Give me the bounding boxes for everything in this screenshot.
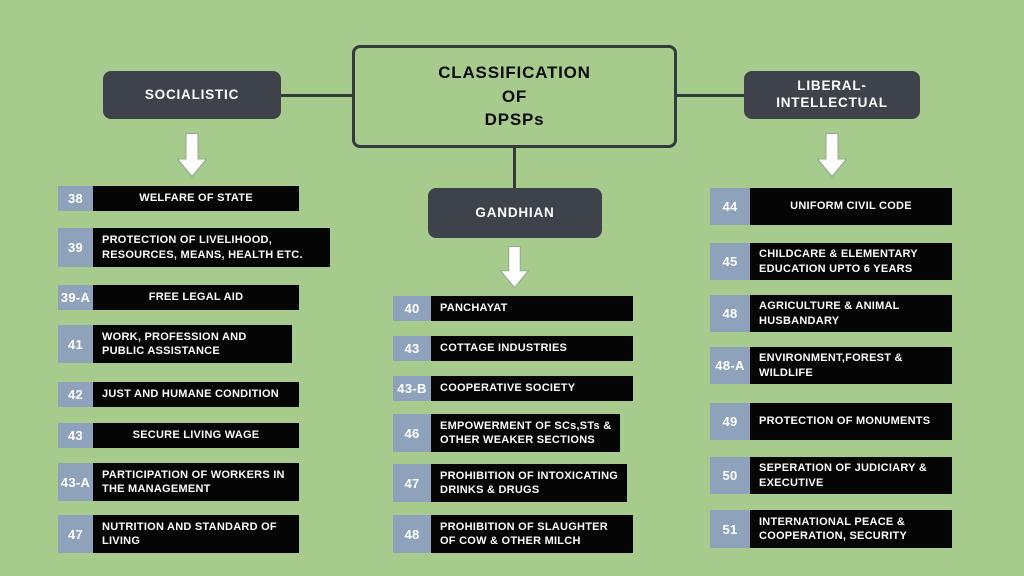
article-number-badge: 50 (710, 457, 750, 494)
category-socialistic-label: SOCIALISTIC (144, 86, 240, 102)
title-line-1: CLASSIFICATION (438, 62, 591, 82)
article-label-bar: UNIFORM CIVIL CODE (750, 188, 952, 225)
article-number-badge: 48 (710, 295, 750, 332)
dpsp-item-row: 38 WELFARE OF STATE (58, 186, 299, 211)
article-label-bar: ENVIRONMENT,FOREST & WILDLIFE (750, 347, 952, 384)
dpsp-item-row: 40 PANCHAYAT (393, 296, 633, 321)
down-arrow-icon (817, 133, 847, 177)
article-label-bar: WORK, PROFESSION AND PUBLIC ASSISTANCE (93, 325, 292, 363)
category-liberal-label-line2: INTELLECTUAL (776, 95, 888, 110)
dpsp-item-row: 48-A ENVIRONMENT,FOREST & WILDLIFE (710, 347, 952, 384)
dpsp-item-row: 48 AGRICULTURE & ANIMAL HUSBANDARY (710, 295, 952, 332)
down-arrow-icon (177, 133, 207, 177)
article-label-bar: PROTECTION OF LIVELIHOOD, RESOURCES, MEA… (93, 228, 330, 267)
article-number-badge: 45 (710, 243, 750, 280)
article-number-badge: 40 (393, 296, 431, 321)
dpsp-item-row: 43-B COOPERATIVE SOCIETY (393, 376, 633, 401)
article-label-bar: AGRICULTURE & ANIMAL HUSBANDARY (750, 295, 952, 332)
dpsp-item-row: 49 PROTECTION OF MONUMENTS (710, 403, 952, 440)
article-number-badge: 43-A (58, 463, 93, 501)
article-number-badge: 51 (710, 510, 750, 548)
dpsp-item-row: 45 CHILDCARE & ELEMENTARY EDUCATION UPTO… (710, 243, 952, 280)
connector-left (281, 94, 352, 97)
title-line-3: DPSPs (484, 110, 545, 130)
article-label-bar: JUST AND HUMANE CONDITION (93, 382, 299, 407)
article-label-bar: PROTECTION OF MONUMENTS (750, 403, 952, 440)
dpsp-item-row: 51 INTERNATIONAL PEACE & COOPERATION, SE… (710, 510, 952, 548)
dpsp-item-row: 47 PROHIBITION OF INTOXICATING DRINKS & … (393, 464, 627, 502)
category-liberal-intellectual: LIBERAL- INTELLECTUAL (744, 71, 920, 119)
article-label-bar: EMPOWERMENT OF SCs,STs & OTHER WEAKER SE… (431, 414, 620, 452)
dpsp-item-row: 39-A FREE LEGAL AID (58, 285, 299, 310)
article-number-badge: 43 (58, 423, 93, 448)
dpsp-item-row: 43-A PARTICIPATION OF WORKERS IN THE MAN… (58, 463, 299, 501)
article-number-badge: 49 (710, 403, 750, 440)
article-number-badge: 38 (58, 186, 93, 211)
article-label-bar: COOPERATIVE SOCIETY (431, 376, 633, 401)
category-gandhian-label: GANDHIAN (475, 204, 555, 220)
category-socialistic: SOCIALISTIC (103, 71, 281, 119)
dpsp-item-row: 42 JUST AND HUMANE CONDITION (58, 382, 299, 407)
dpsp-item-row: 47 NUTRITION AND STANDARD OF LIVING (58, 515, 299, 553)
dpsp-item-row: 48 PROHIBITION OF SLAUGHTER OF COW & OTH… (393, 515, 633, 553)
dpsp-item-row: 41 WORK, PROFESSION AND PUBLIC ASSISTANC… (58, 325, 292, 363)
article-number-badge: 39-A (58, 285, 93, 310)
category-liberal-label-line1: LIBERAL- (797, 78, 867, 94)
article-label-bar: COTTAGE INDUSTRIES (431, 336, 633, 361)
category-gandhian: GANDHIAN (428, 188, 602, 238)
article-label-bar: WELFARE OF STATE (93, 186, 299, 211)
title-line-2: OF (501, 86, 528, 106)
article-label-bar: FREE LEGAL AID (93, 285, 299, 310)
dpsp-item-row: 43 COTTAGE INDUSTRIES (393, 336, 633, 361)
article-number-badge: 44 (710, 188, 750, 225)
classification-title-box: CLASSIFICATION OF DPSPs (352, 45, 677, 148)
article-number-badge: 47 (58, 515, 93, 553)
article-number-badge: 43-B (393, 376, 431, 401)
article-label-bar: SECURE LIVING WAGE (93, 423, 299, 448)
article-number-badge: 46 (393, 414, 431, 452)
article-label-bar: PANCHAYAT (431, 296, 633, 321)
article-label-bar: PARTICIPATION OF WORKERS IN THE MANAGEME… (93, 463, 299, 501)
article-number-badge: 48-A (710, 347, 750, 384)
down-arrow-icon (499, 246, 530, 288)
connector-center-vertical (513, 146, 516, 190)
dpsp-item-row: 50 SEPERATION OF JUDICIARY & EXECUTIVE (710, 457, 952, 494)
article-label-bar: INTERNATIONAL PEACE & COOPERATION, SECUR… (750, 510, 952, 548)
dpsp-item-row: 44 UNIFORM CIVIL CODE (710, 188, 952, 225)
article-label-bar: PROHIBITION OF SLAUGHTER OF COW & OTHER … (431, 515, 633, 553)
article-number-badge: 43 (393, 336, 431, 361)
article-number-badge: 42 (58, 382, 93, 407)
article-label-bar: SEPERATION OF JUDICIARY & EXECUTIVE (750, 457, 952, 494)
article-label-bar: PROHIBITION OF INTOXICATING DRINKS & DRU… (431, 464, 627, 502)
article-label-bar: NUTRITION AND STANDARD OF LIVING (93, 515, 299, 553)
article-number-badge: 41 (58, 325, 93, 363)
connector-right (677, 94, 744, 97)
article-label-bar: CHILDCARE & ELEMENTARY EDUCATION UPTO 6 … (750, 243, 952, 280)
dpsp-item-row: 46 EMPOWERMENT OF SCs,STs & OTHER WEAKER… (393, 414, 620, 452)
dpsp-item-row: 43 SECURE LIVING WAGE (58, 423, 299, 448)
dpsp-item-row: 39 PROTECTION OF LIVELIHOOD, RESOURCES, … (58, 228, 330, 267)
article-number-badge: 47 (393, 464, 431, 502)
article-number-badge: 39 (58, 228, 93, 267)
article-number-badge: 48 (393, 515, 431, 553)
